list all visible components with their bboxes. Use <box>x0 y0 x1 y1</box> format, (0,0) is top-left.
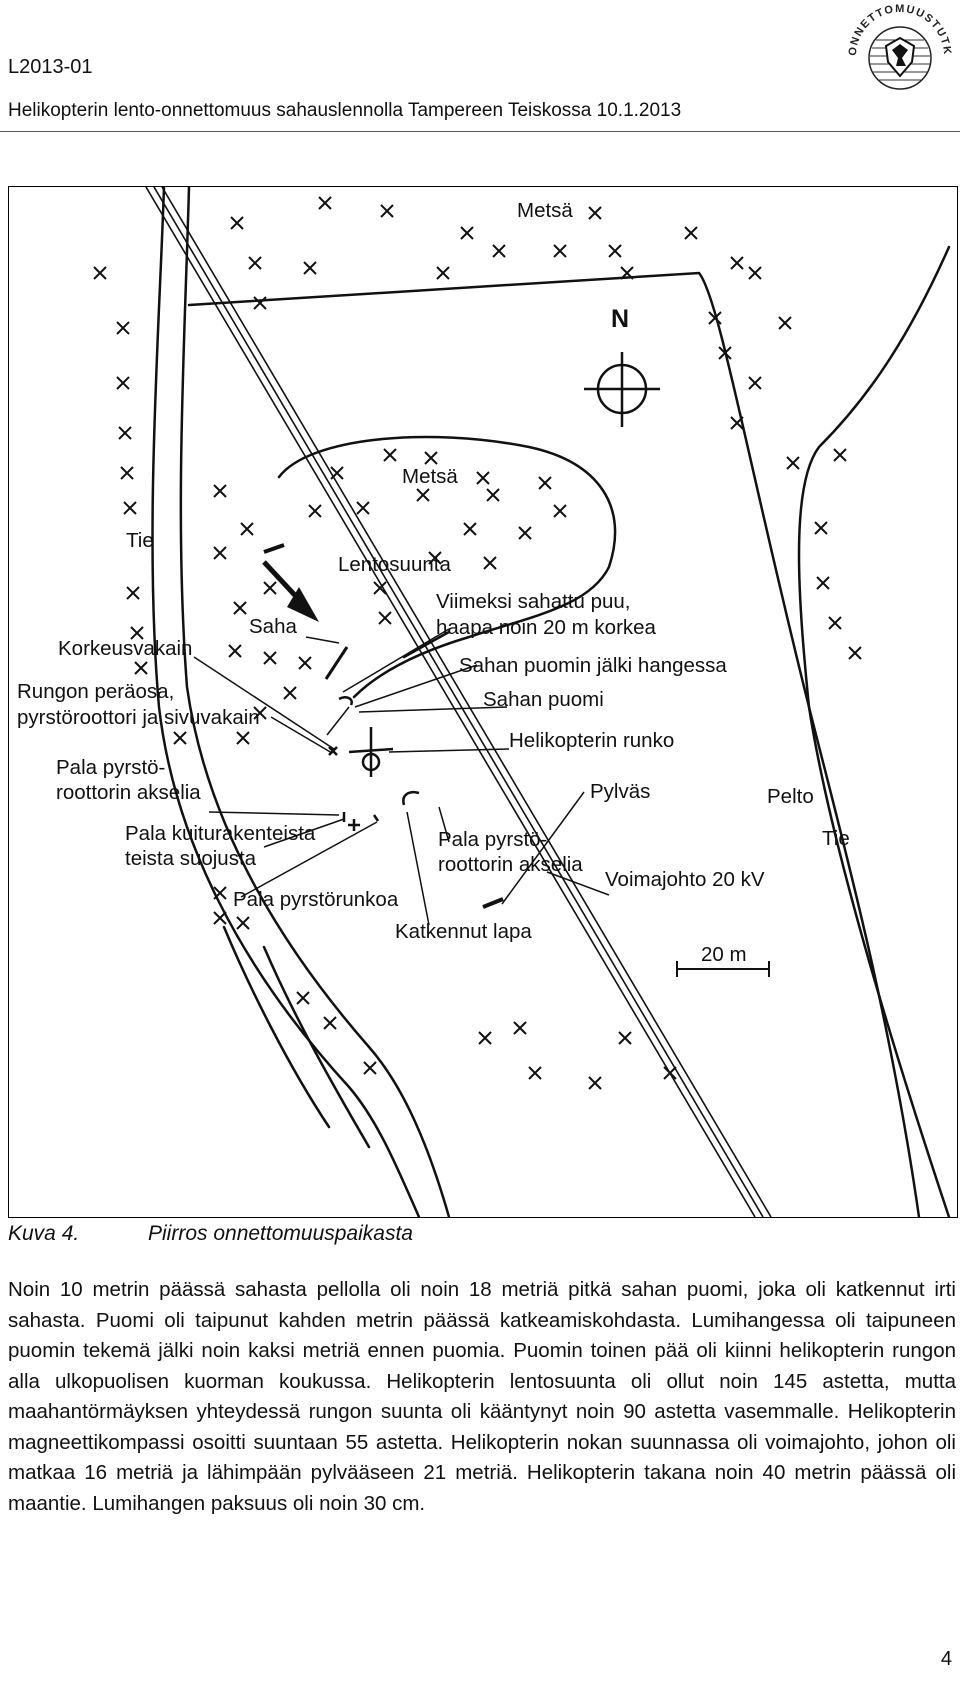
label-tie-left: Tie <box>126 529 154 552</box>
label-kuitu-2: teista suojusta <box>125 847 257 870</box>
debris-marker <box>372 814 380 822</box>
label-tie-right: Tie <box>822 827 850 850</box>
label-pala-akseli-right-2: roottorin akselia <box>438 853 583 876</box>
label-scale: 20 m <box>701 943 747 966</box>
boom-piece-marker <box>338 696 353 706</box>
accident-site-map: Metsä N Metsä Tie Lentosuunta Viimeksi s… <box>8 186 958 1218</box>
body-paragraph: Noin 10 metrin päässä sahasta pellolla o… <box>8 1278 956 1515</box>
label-sahan-puomi: Sahan puomi <box>483 688 604 711</box>
label-voimajohto: Voimajohto 20 kV <box>605 868 765 891</box>
label-lentosuunta: Lentosuunta <box>338 553 451 576</box>
label-metsa-top: Metsä <box>517 199 573 222</box>
forest-edge <box>277 435 617 699</box>
label-pala-akseli-left-2: roottorin akselia <box>56 781 201 804</box>
label-runko: Helikopterin runko <box>509 729 674 752</box>
road-line <box>179 187 451 1217</box>
label-metsa-mid: Metsä <box>402 465 458 488</box>
power-line <box>153 187 764 1217</box>
document-code: L2013-01 <box>8 56 93 78</box>
label-pyrstorunko: Pala pyrstörunkoa <box>233 888 399 911</box>
pole-marker <box>482 897 504 909</box>
helicopter-body-icon <box>348 727 394 777</box>
flight-direction-arrow-icon <box>262 560 319 622</box>
saw-icon <box>324 646 349 680</box>
scale-bar <box>676 961 770 977</box>
figure-caption: Kuva 4. Piirros onnettomuuspaikasta <box>8 1222 413 1246</box>
label-katkennut: Katkennut lapa <box>395 920 532 943</box>
caption-label: Kuva 4. <box>8 1222 80 1245</box>
agency-logo: ONNETTOMUUSTUTKINTAKESKUS <box>837 0 960 108</box>
label-saha: Saha <box>249 615 297 638</box>
label-pelto: Pelto <box>767 785 814 808</box>
caption-text: Piirros onnettomuuspaikasta <box>148 1222 413 1245</box>
label-pala-akseli-right-1: Pala pyrstö- <box>438 828 547 851</box>
page-number: 4 <box>940 1648 952 1670</box>
label-north: N <box>611 305 629 333</box>
road-line <box>262 945 371 1149</box>
shaft-piece-right-marker <box>402 790 420 806</box>
label-pylvas: Pylväs <box>590 780 650 803</box>
label-sahan-jalki: Sahan puomin jälki hangessa <box>459 654 727 677</box>
tree-marks <box>93 196 862 1090</box>
pole-marker <box>263 543 285 554</box>
document-title: Helikopterin lento-onnettomuus sahauslen… <box>8 100 682 121</box>
road-line <box>797 245 951 1217</box>
label-korkeusvakain: Korkeusvakain <box>58 637 192 660</box>
header-divider <box>0 131 960 132</box>
label-kuitu-1: Pala kuiturakenteista <box>125 822 316 845</box>
north-arrow-icon <box>584 352 660 427</box>
label-viimeksi-1: Viimeksi sahattu puu, <box>436 590 630 613</box>
road-line <box>151 187 421 1217</box>
cover-piece-marker <box>348 819 360 831</box>
label-rungon-1: Rungon peräosa, <box>17 680 174 703</box>
label-rungon-2: pyrstöroottori ja sivuvakain <box>17 706 260 729</box>
power-line <box>161 187 772 1217</box>
tail-piece-marker <box>328 746 338 756</box>
label-pala-akseli-left-1: Pala pyrstö- <box>56 756 165 779</box>
power-line <box>145 187 756 1217</box>
road-line <box>222 925 331 1129</box>
label-viimeksi-2: haapa noin 20 m korkea <box>436 616 657 639</box>
